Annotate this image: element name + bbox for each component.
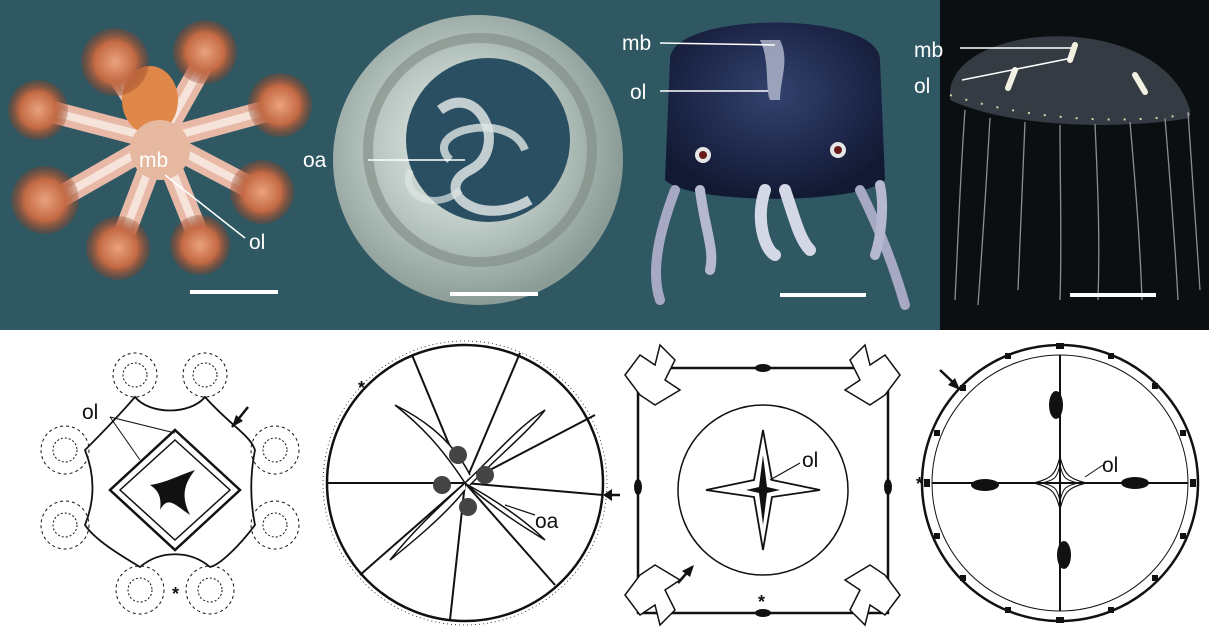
diagram-stalked-jellyfish: ol * [0, 335, 320, 632]
scale-bar [1070, 293, 1156, 297]
diagram-hydromedusa: ol * [920, 335, 1209, 632]
diagram-4-drawing [920, 335, 1209, 632]
photo-box-jellyfish: mb ol [630, 0, 920, 330]
diagram-moon-jellyfish: oa * [320, 335, 630, 632]
label-ol: ol [914, 76, 930, 97]
diagram-3-drawing [620, 335, 920, 632]
asterisk-marker: * [758, 593, 765, 611]
hydromedusa-illustration [920, 0, 1209, 330]
photo-moon-jellyfish: oa [330, 0, 630, 330]
scale-bar [190, 290, 278, 294]
diagram-box-jellyfish: ol * [620, 335, 920, 632]
label-ol: ol [802, 450, 818, 471]
label-ol: ol [82, 402, 98, 423]
photo-stalked-jellyfish: mb ol [0, 0, 320, 330]
label-mb: mb [622, 33, 651, 54]
photo-hydromedusa: mb ol [920, 0, 1209, 330]
scale-bar [450, 292, 538, 296]
diagram-2-drawing [320, 335, 630, 632]
label-ol: ol [249, 232, 265, 253]
asterisk-marker: * [916, 475, 923, 493]
label-mb: mb [139, 150, 168, 171]
asterisk-marker: * [358, 379, 365, 397]
scale-bar [780, 293, 866, 297]
label-ol: ol [630, 82, 646, 103]
box-jellyfish-illustration [630, 0, 920, 330]
label-mb: mb [914, 40, 943, 61]
label-oa: oa [303, 150, 326, 171]
label-ol: ol [1102, 455, 1118, 476]
diagram-1-drawing [0, 335, 320, 632]
asterisk-marker: * [172, 585, 179, 603]
label-oa: oa [535, 511, 558, 532]
moon-jellyfish-illustration [330, 0, 630, 330]
